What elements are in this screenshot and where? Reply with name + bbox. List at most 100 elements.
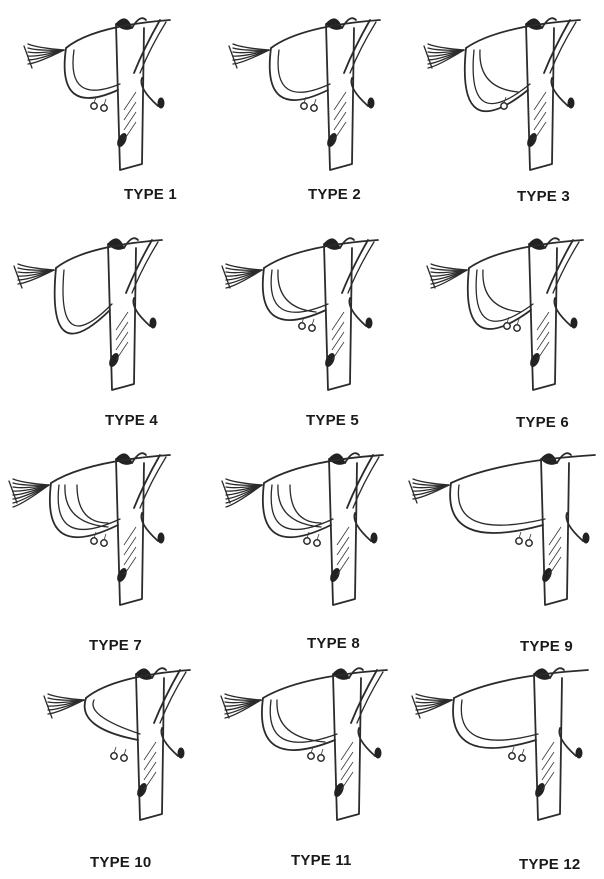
trunk-shading-line [534, 112, 546, 130]
trunk-shading-line [334, 112, 346, 130]
vessel-lumen-bottom [116, 567, 128, 583]
vessel-drawing-type-7 [20, 445, 220, 625]
small-node [301, 103, 307, 109]
vessel-lumen-bottom [108, 352, 120, 368]
trunk-shading-line [124, 122, 136, 140]
node-stalk [317, 534, 319, 540]
trunk-shading-line [332, 312, 344, 330]
trunk-shading-line [537, 322, 549, 340]
small-node [504, 323, 510, 329]
accessory-branch [277, 700, 325, 742]
vessel-lumen-bottom [329, 567, 341, 583]
main-vessel-trunk [329, 459, 357, 605]
trunk-shading-line [334, 102, 346, 120]
trunk-shading-line [116, 312, 128, 330]
trunk-shading-line [334, 122, 346, 140]
looping-branch-inner [63, 270, 112, 326]
trunk-shading-line [332, 322, 344, 340]
vessel-drawing-type-1 [20, 10, 220, 190]
small-node [101, 540, 107, 546]
panel-type-6: TYPE 6 [418, 230, 604, 445]
panel-label: TYPE 6 [516, 414, 569, 431]
trunk-shading-line [542, 742, 554, 760]
node-stalk [314, 99, 316, 105]
trunk-shading-line [341, 742, 353, 760]
trunk-shading-line [144, 772, 156, 790]
panel-label: TYPE 7 [89, 637, 142, 654]
panel-label: TYPE 5 [306, 412, 359, 429]
accessory-branch [65, 485, 108, 527]
vessel-lumen-bottom [116, 132, 128, 148]
panel-type-1: TYPE 1 [20, 10, 220, 225]
small-node [308, 753, 314, 759]
branch-stub-end [568, 98, 574, 108]
small-node [501, 103, 507, 109]
ascending-branch [126, 240, 152, 293]
trunk-shading-line [341, 752, 353, 770]
trunk-shading-line [124, 557, 136, 575]
vessel-drawing-type-6 [418, 230, 604, 410]
vessel-lumen-bottom [136, 782, 148, 798]
looping-branch-inner [461, 700, 538, 740]
trunk-shading-line [534, 122, 546, 140]
node-stalk [321, 749, 323, 755]
accessory-branch [483, 270, 521, 312]
small-node [514, 325, 520, 331]
panel-type-7: TYPE 7 [20, 445, 220, 660]
small-node [304, 538, 310, 544]
node-stalk [507, 317, 509, 323]
branch-stub-end [178, 748, 184, 758]
branch-stub-end [371, 533, 377, 543]
trunk-shading-line [341, 772, 353, 790]
vessel-lumen-bottom [529, 352, 541, 368]
branch-stub-end [375, 748, 381, 758]
panel-label: TYPE 11 [291, 852, 352, 869]
vessel-drawing-type-2 [222, 10, 422, 190]
vessel-drawing-type-3 [420, 10, 604, 190]
trunk-shading-line [116, 322, 128, 340]
trunk-shading-line [124, 537, 136, 555]
small-node [516, 538, 522, 544]
trunk-shading-line [144, 762, 156, 780]
branch-stub-end [366, 318, 372, 328]
vessel-drawing-type-5 [220, 230, 420, 410]
panel-label: TYPE 12 [519, 856, 580, 873]
vessel-drawing-type-10 [15, 660, 215, 840]
main-vessel-trunk [534, 674, 562, 820]
vessel-lumen-bottom [541, 567, 553, 583]
vessel-drawing-type-4 [10, 230, 210, 410]
small-node [311, 105, 317, 111]
trunk-shading-line [537, 312, 549, 330]
ascending-branch [342, 240, 368, 293]
vessel-drawing-type-9 [420, 445, 604, 625]
vessel-drawing-type-8 [225, 445, 425, 625]
small-node [519, 755, 525, 761]
main-vessel-trunk [136, 674, 164, 820]
vessel-lumen-bottom [324, 352, 336, 368]
node-stalk [312, 319, 314, 325]
vessel-lumen-bottom [333, 782, 345, 798]
trunk-shading-line [144, 742, 156, 760]
trunk-shading-line [537, 342, 549, 360]
trunk-shading-line [124, 102, 136, 120]
main-vessel-trunk [108, 244, 136, 390]
panel-type-10: TYPE 10 [15, 660, 215, 875]
accessory-branch [480, 50, 518, 92]
node-stalk [519, 532, 521, 538]
small-node [299, 323, 305, 329]
trunk-shading-line [341, 762, 353, 780]
small-node [121, 755, 127, 761]
panel-type-11: TYPE 11 [225, 660, 425, 875]
panel-type-2: TYPE 2 [222, 10, 422, 225]
accessory-branch [77, 485, 108, 523]
trunk-shading-line [337, 537, 349, 555]
ascending-branch [351, 670, 377, 723]
panel-label: TYPE 4 [105, 412, 158, 429]
node-stalk [512, 747, 514, 753]
branch-stub-end [583, 533, 589, 543]
ascending-branch [344, 20, 370, 73]
trunk-shading-line [542, 752, 554, 770]
branch-stub-end [368, 98, 374, 108]
vessel-drawing-type-11 [225, 660, 425, 840]
